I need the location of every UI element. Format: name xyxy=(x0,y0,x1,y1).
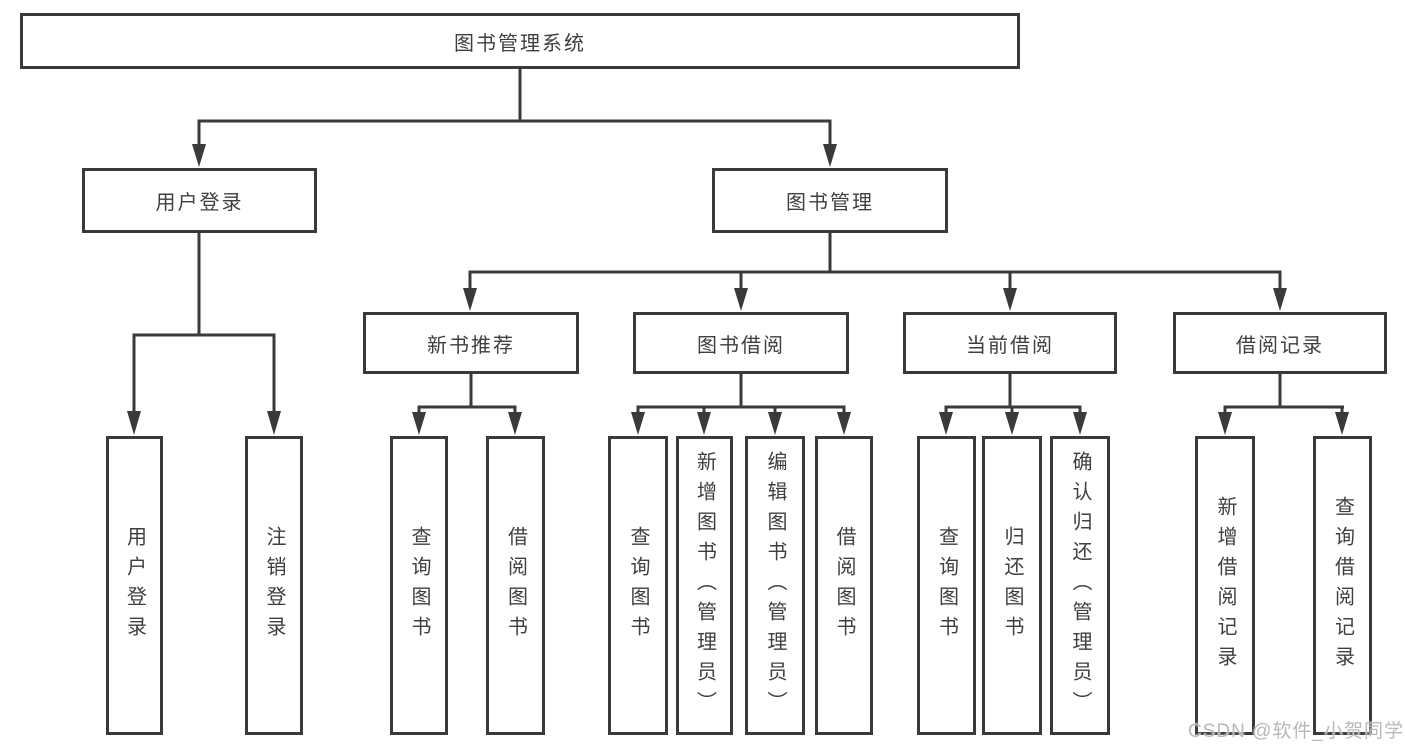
node-label: 确认归还（管理员） xyxy=(1069,450,1091,721)
leaf-borrow-books-recommend: 借阅图书 xyxy=(486,436,545,735)
node-label: 查询图书 xyxy=(627,525,649,646)
node-label: 编辑图书（管理员） xyxy=(764,450,786,721)
leaf-add-borrow-record: 新增借阅记录 xyxy=(1195,436,1255,735)
node-label: 查询借阅记录 xyxy=(1331,495,1354,676)
leaf-query-books-current: 查询图书 xyxy=(917,436,976,735)
leaf-add-books-admin: 新增图书（管理员） xyxy=(676,436,733,735)
node-label: 图书借阅 xyxy=(697,334,785,357)
node-new-book-recommendation: 新书推荐 xyxy=(363,312,579,374)
node-label: 图书管理系统 xyxy=(454,32,586,55)
node-label: 新增图书（管理员） xyxy=(693,450,716,721)
node-label: 新书推荐 xyxy=(427,334,515,357)
watermark-csdn: CSDN @软件_小贺同学 xyxy=(1188,721,1404,742)
leaf-return-books: 归还图书 xyxy=(982,436,1042,735)
node-label: 当前借阅 xyxy=(966,334,1054,357)
node-label: 查询图书 xyxy=(408,525,430,646)
node-label: 注销登录 xyxy=(263,525,285,646)
leaf-edit-books-admin: 编辑图书（管理员） xyxy=(745,436,805,735)
node-book-management: 图书管理 xyxy=(712,168,948,233)
node-label: 新增借阅记录 xyxy=(1214,495,1236,676)
leaf-logout: 注销登录 xyxy=(245,436,303,735)
node-label: 借阅图书 xyxy=(504,525,527,646)
node-library-management-system: 图书管理系统 xyxy=(20,13,1020,69)
node-label: 借阅记录 xyxy=(1236,334,1324,357)
node-current-borrowing: 当前借阅 xyxy=(903,312,1117,374)
leaf-user-login: 用户登录 xyxy=(106,436,163,735)
node-label: 用户登录 xyxy=(123,525,146,646)
node-label: 归还图书 xyxy=(1001,525,1023,646)
node-label: 查询图书 xyxy=(935,525,958,646)
leaf-query-books-recommend: 查询图书 xyxy=(390,436,448,735)
leaf-query-borrow-record: 查询借阅记录 xyxy=(1313,436,1372,735)
node-label: 图书管理 xyxy=(786,192,874,214)
node-borrowing-records: 借阅记录 xyxy=(1173,312,1387,374)
leaf-borrow-books-borrowing: 借阅图书 xyxy=(815,436,873,735)
node-book-borrowing: 图书借阅 xyxy=(633,312,849,374)
leaf-confirm-return-admin: 确认归还（管理员） xyxy=(1050,436,1110,735)
node-label: 借阅图书 xyxy=(833,525,855,646)
node-label: 用户登录 xyxy=(155,192,244,214)
leaf-query-books-borrowing: 查询图书 xyxy=(608,436,668,735)
node-user-login: 用户登录 xyxy=(82,168,317,233)
